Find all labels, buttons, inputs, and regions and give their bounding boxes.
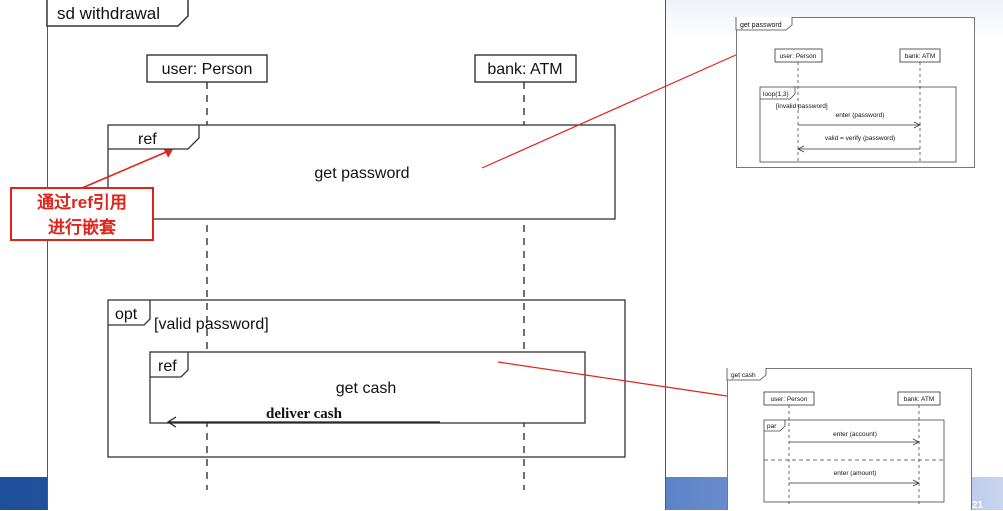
thumb-password-loop-frame xyxy=(759,86,957,163)
thumb-password-frame-tab xyxy=(735,17,793,31)
thumb-cash-par-tag: par xyxy=(767,423,777,430)
main-diagram-panel xyxy=(47,0,666,510)
thumb-password-loop-guard: [invalid password] xyxy=(776,103,828,110)
frame-label: sd withdrawal xyxy=(57,4,160,23)
thumb-password-user-head xyxy=(774,48,823,63)
thumb-cash-user-label: user: Person xyxy=(771,396,808,403)
ref-get-cash-text: get cash xyxy=(336,380,396,397)
lifeline-user-head xyxy=(146,54,268,83)
ref-get-password-tag: ref xyxy=(138,131,157,148)
callout-pointer-head xyxy=(164,149,173,158)
thumb-password-loop-tag: loop(1,3) xyxy=(763,91,789,98)
thumb-cash-par-frame xyxy=(763,419,945,503)
opt-tag: opt xyxy=(115,306,138,323)
opt-tab xyxy=(108,300,151,326)
deliver-cash-label: deliver cash xyxy=(266,406,343,422)
ref-nesting-callout: 通过ref引用 进行嵌套 xyxy=(10,187,154,241)
ref-get-cash-tab xyxy=(150,352,189,378)
opt-guard: [valid password] xyxy=(154,316,269,333)
ref-get-cash-tag: ref xyxy=(158,358,177,375)
thumb-password-bank-label: bank: ATM xyxy=(905,53,936,60)
frame-label-tab xyxy=(46,0,189,27)
thumb-cash-frame-tab xyxy=(726,368,767,381)
thumb-password-msg-enter-head xyxy=(913,121,921,129)
ref-get-password-text: get password xyxy=(314,165,409,182)
lifeline-bank-head xyxy=(474,54,577,83)
thumb-password-user-label: user: Person xyxy=(780,53,817,60)
connector-get-cash xyxy=(497,361,728,397)
thumb-cash-msg-account-head xyxy=(912,438,920,446)
thumb-password-loop-tab xyxy=(760,87,796,100)
thumb-cash-msg-amount: enter (amount) xyxy=(834,470,877,477)
thumb-cash-bank-label: bank: ATM xyxy=(904,396,935,403)
thumb-password-msg-verify: valid = verify (password) xyxy=(825,135,895,142)
thumb-password-frame-label: get password xyxy=(740,22,782,29)
page-number: 21 xyxy=(972,500,984,511)
thumb-password-msg-enter: enter (password) xyxy=(836,112,885,119)
callout-line-1: 通过ref引用 xyxy=(37,193,127,212)
thumb-cash-msg-account: enter (account) xyxy=(833,431,877,438)
deliver-cash-arrowhead xyxy=(166,416,177,428)
thumb-cash-msg-amount-head xyxy=(912,479,920,487)
thumb-cash-par-tab xyxy=(764,420,786,432)
connector-get-password xyxy=(481,53,739,169)
lifeline-bank-label: bank: ATM xyxy=(487,61,562,78)
callout-line-2: 进行嵌套 xyxy=(48,218,116,237)
ref-get-password-frame xyxy=(107,124,616,220)
thumb-cash-frame-label: get cash xyxy=(731,372,756,379)
thumb-password-msg-verify-head xyxy=(797,145,805,153)
callout-pointer xyxy=(81,149,172,189)
opt-fragment xyxy=(107,299,626,458)
ref-get-password-tab xyxy=(108,125,200,150)
lifeline-user-label: user: Person xyxy=(162,61,253,78)
get-password-thumbnail xyxy=(736,17,975,168)
